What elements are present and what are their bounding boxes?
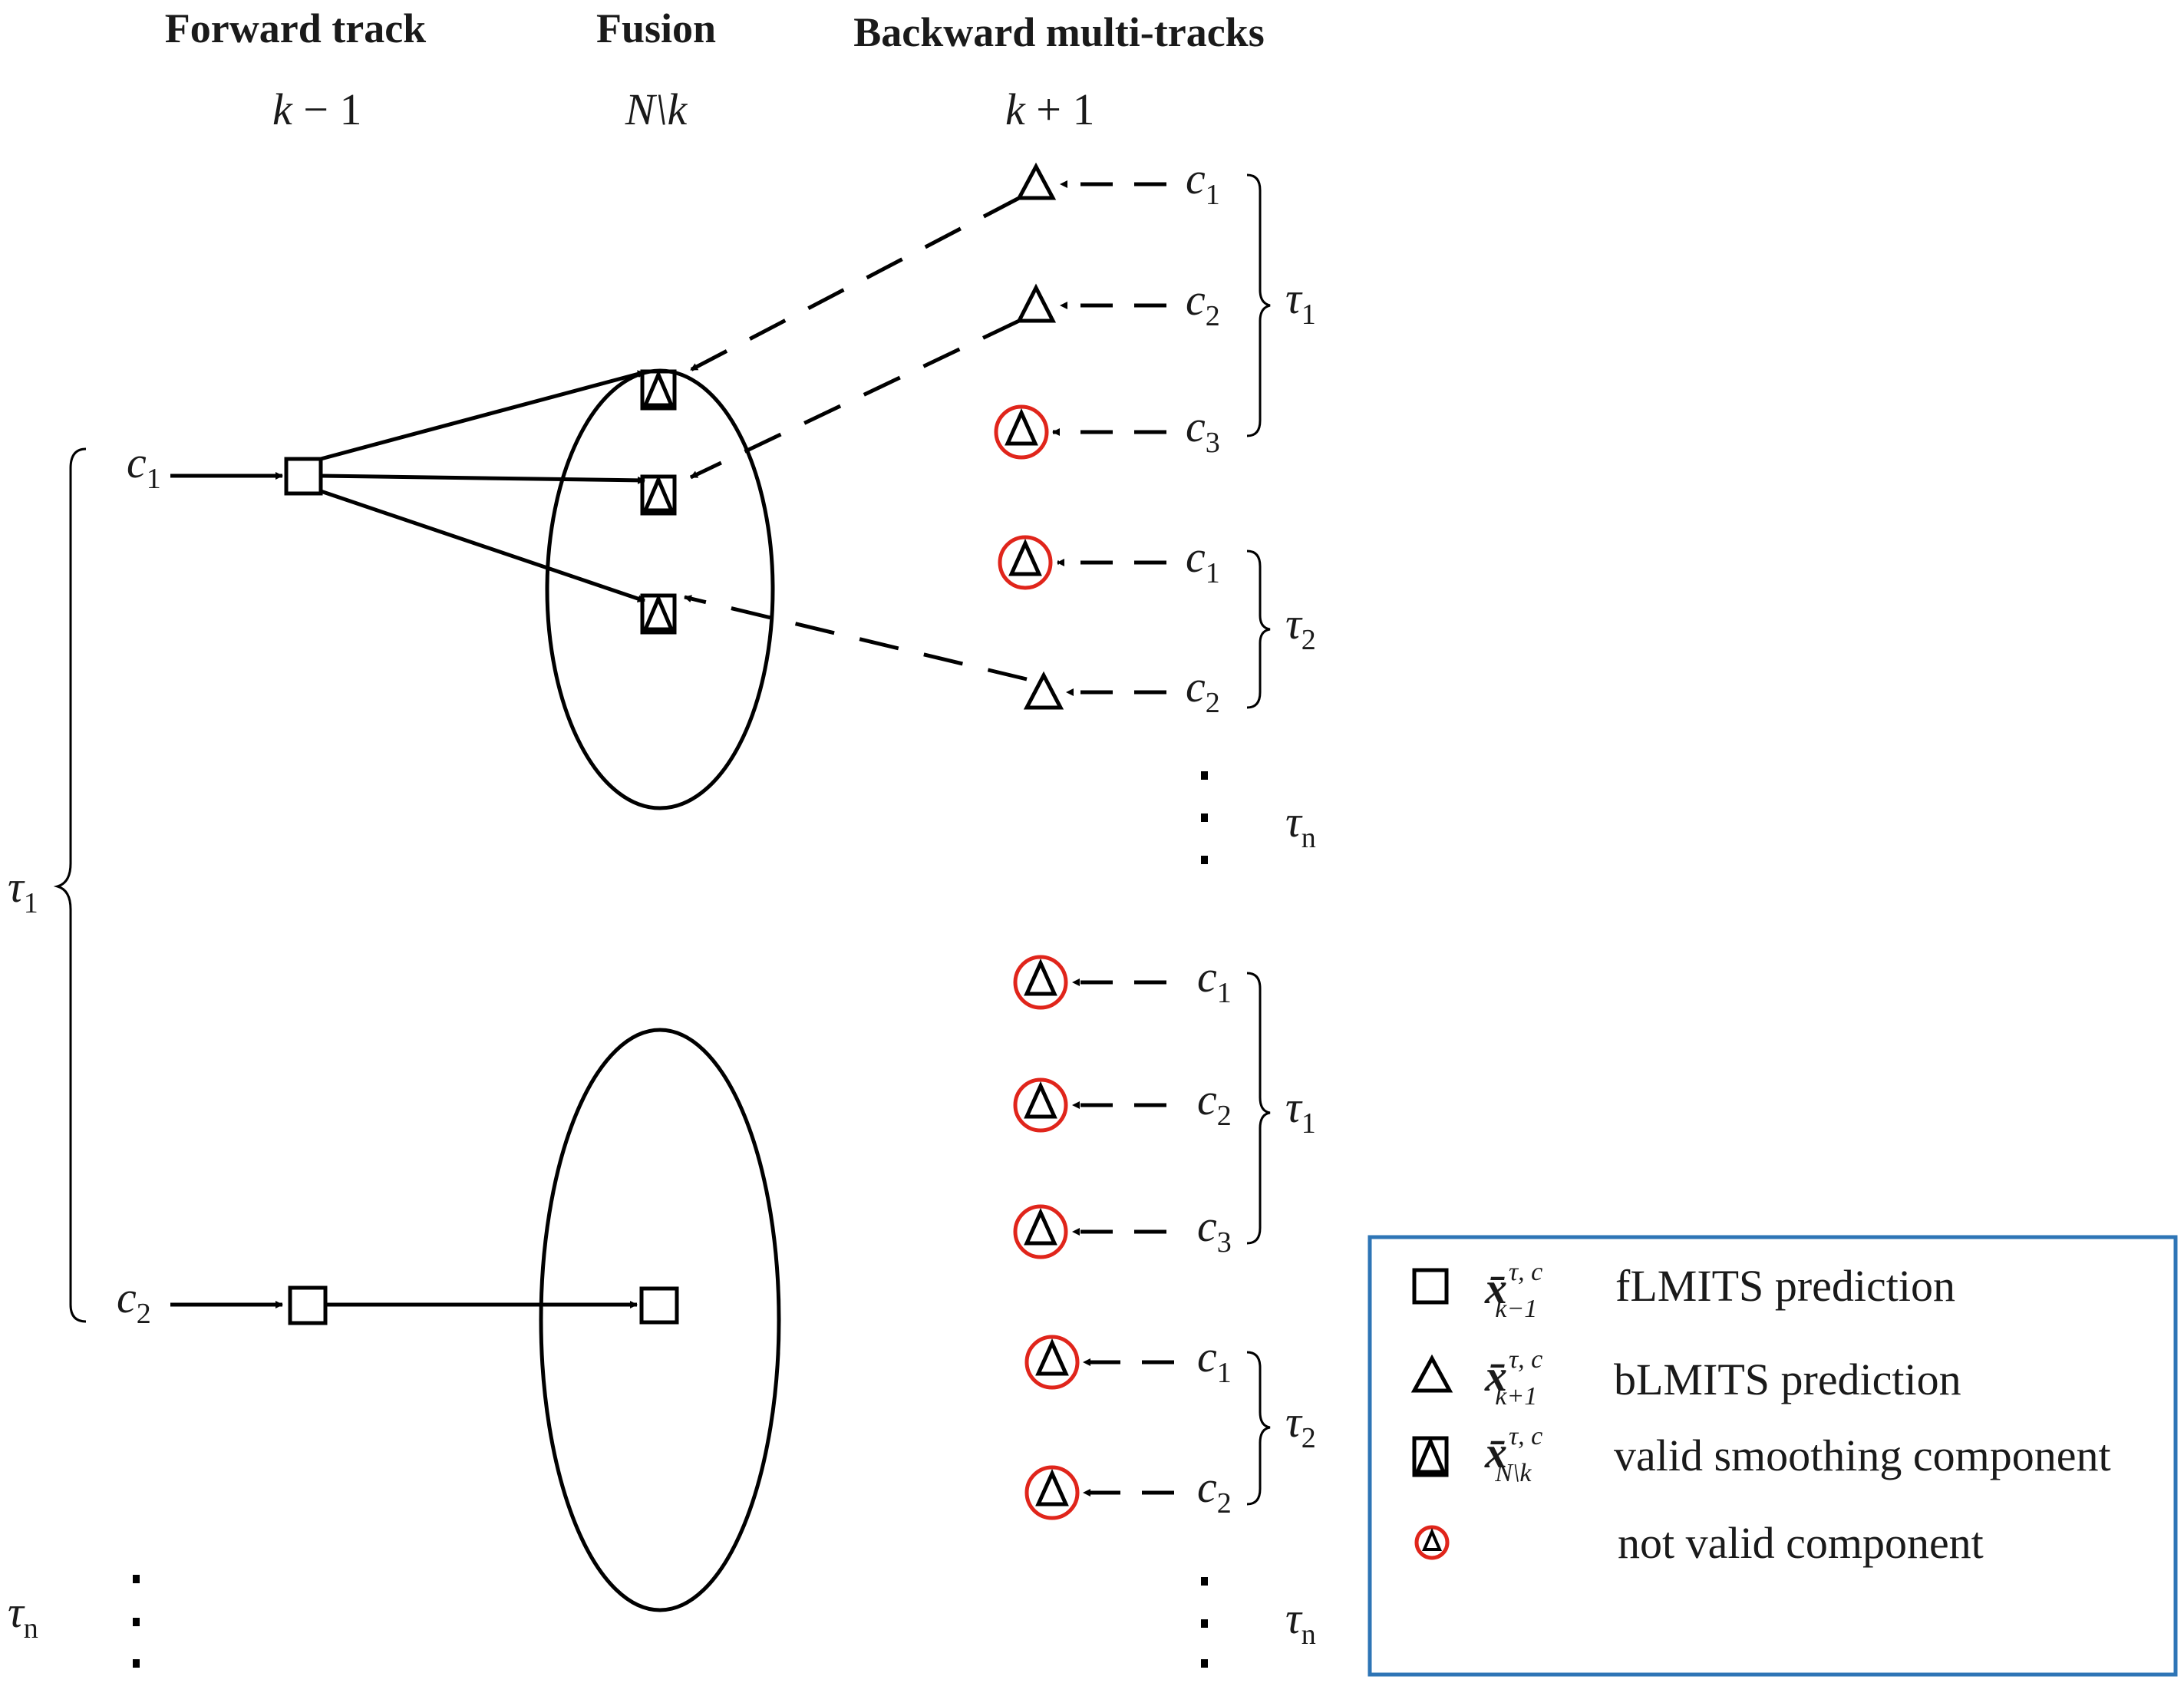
brace-t1-group1: [1246, 173, 1271, 437]
left-vdots: [133, 1575, 140, 1668]
legend-triangle-icon: [1410, 1354, 1453, 1393]
backward-link-2: [689, 318, 1021, 480]
svg-text:c1: c1: [1186, 153, 1220, 211]
svg-text:c1: c1: [1186, 532, 1220, 589]
tau1-label-group2: τ1: [1285, 1082, 1316, 1140]
backward-row2-t2-c1: c1: [1024, 1332, 1232, 1390]
taun-label-group2: τn: [1285, 1593, 1316, 1651]
time-label-fusion: N\k: [625, 84, 688, 134]
bLMITS-triangle: [1015, 283, 1057, 323]
vdots-group1: [1201, 771, 1208, 864]
legend-border: [1367, 1235, 2178, 1677]
legend-label-valid-smoothing: valid smoothing component: [1614, 1431, 2111, 1480]
forward-c1-label: c1: [127, 437, 161, 495]
svg-text:c2: c2: [1197, 1074, 1232, 1132]
backward-row-t1-c1: c1: [1015, 153, 1220, 211]
invalid-circle: [994, 404, 1049, 460]
backward-row-t1-c2: c2: [1015, 275, 1220, 332]
bLMITS-triangle: [1015, 162, 1057, 200]
legend-item-not-valid: not valid component: [1414, 1518, 1984, 1568]
invalid-circle: [1013, 955, 1068, 1010]
svg-text:c2: c2: [1186, 662, 1220, 719]
invalid-circle: [1024, 1335, 1080, 1390]
svg-text:c3: c3: [1197, 1201, 1232, 1259]
backward-link-3: [684, 595, 1028, 681]
invalid-circle: [1024, 1465, 1080, 1520]
legend-square-icon: [1412, 1268, 1449, 1305]
bLMITS-triangle: [1023, 671, 1064, 710]
fLMITS-square-c1: [284, 457, 323, 496]
brace-t1-group2: [1246, 972, 1271, 1245]
tau2-label-group1: τ2: [1285, 599, 1316, 656]
fLMITS-square-c2: [288, 1285, 328, 1325]
smoothing-component-2: [640, 474, 677, 516]
backward-row2-t1-c2: c2: [1013, 1074, 1232, 1133]
taun-label-group1: τn: [1285, 797, 1316, 854]
invalid-circle: [1013, 1077, 1068, 1133]
svg-text:c2: c2: [1197, 1462, 1232, 1520]
header-backward-multi-tracks: Backward multi-tracks: [853, 9, 1264, 55]
vdots-group2: [1201, 1577, 1208, 1668]
header-fusion: Fusion: [596, 5, 716, 51]
legend-label-not-valid: not valid component: [1618, 1518, 1984, 1568]
fusion-ellipse-bottom: [539, 1028, 781, 1612]
backward-link-1: [689, 196, 1021, 372]
brace-t2-group1: [1246, 549, 1271, 709]
left-tau1-label: τ1: [8, 862, 38, 919]
smoothing-component-3: [640, 593, 677, 635]
backward-row-t2-c2: c2: [1023, 662, 1220, 719]
forward-to-fusion-1: [320, 370, 645, 461]
time-label-backward: k + 1: [1005, 84, 1094, 134]
legend-label-flmits: fLMITS prediction: [1615, 1261, 1955, 1311]
forward-to-fusion-2: [320, 474, 645, 484]
header-forward-track: Forward track: [165, 5, 426, 51]
left-taun-label: τn: [8, 1587, 38, 1645]
time-label-forward: k − 1: [272, 84, 361, 134]
legend-label-blmits: bLMITS prediction: [1614, 1355, 1961, 1404]
tau1-label-group1: τ1: [1285, 273, 1316, 331]
left-brace-tau1: [53, 447, 87, 1323]
svg-text:c1: c1: [1197, 1332, 1232, 1389]
svg-text:c2: c2: [1186, 275, 1220, 332]
forward-to-fusion-3: [320, 489, 645, 603]
backward-row-t2-c1: c1: [998, 532, 1220, 590]
svg-text:c1: c1: [1197, 952, 1232, 1009]
invalid-circle: [998, 535, 1053, 590]
backward-row2-t2-c2: c2: [1024, 1462, 1232, 1520]
svg-text:c3: c3: [1186, 401, 1220, 459]
brace-t2-group2: [1246, 1351, 1271, 1506]
invalid-circle: [1013, 1204, 1068, 1259]
legend-circled-triangle-icon: [1414, 1525, 1450, 1560]
fusion-square-c2: [639, 1286, 679, 1325]
tau2-label-group2: τ2: [1285, 1397, 1316, 1454]
backward-row2-t1-c1: c1: [1013, 952, 1232, 1010]
fusion-ellipse-top: [545, 368, 775, 810]
smoothing-component-1: [640, 369, 677, 411]
backward-row2-t1-c3: c3: [1013, 1201, 1232, 1259]
forward-c2-label: c2: [117, 1272, 151, 1330]
legend-square-triangle-icon: [1412, 1436, 1449, 1477]
backward-row-t1-c3: c3: [994, 401, 1220, 460]
